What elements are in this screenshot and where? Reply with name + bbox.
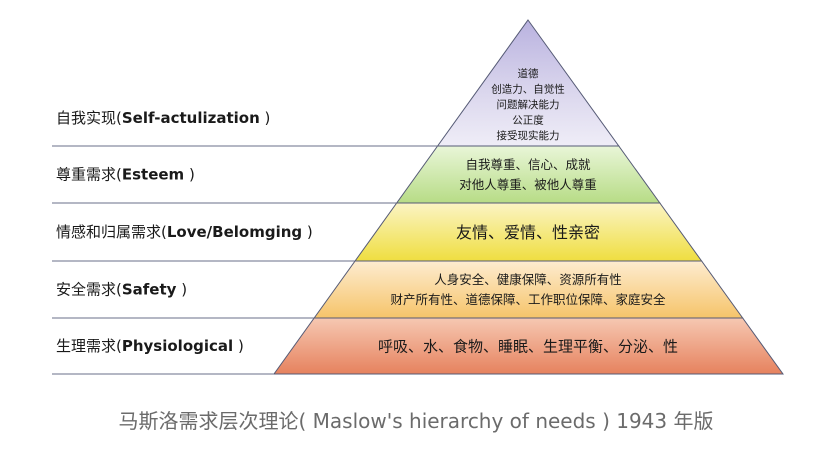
level-labels: 自我实现(Self-actulization )尊重需求(Esteem )情感和… bbox=[56, 109, 313, 355]
level-label-5: 生理需求(Physiological ) bbox=[56, 337, 244, 355]
level-label-end: ) bbox=[302, 223, 313, 241]
level-label-zh: 生理需求( bbox=[56, 337, 122, 355]
tier-4-line-2: 财产所有性、道德保障、工作职位保障、家庭安全 bbox=[390, 292, 666, 307]
level-label-3: 情感和归属需求(Love/Belomging ) bbox=[56, 223, 313, 241]
level-label-2: 尊重需求(Esteem ) bbox=[56, 166, 195, 184]
pyramid-tiers bbox=[273, 19, 784, 375]
tier-5-line-1: 呼吸、水、食物、睡眠、生理平衡、分泌、性 bbox=[378, 337, 678, 355]
tier-1-line-3: 问题解决能力 bbox=[497, 98, 560, 111]
pyramid-tier-4 bbox=[313, 260, 744, 319]
tier-1-line-5: 接受现实能力 bbox=[497, 129, 560, 142]
level-label-en: Esteem bbox=[122, 166, 184, 184]
level-label-en: Safety bbox=[122, 281, 177, 299]
level-label-4: 安全需求(Safety ) bbox=[56, 281, 187, 299]
level-label-zh: 尊重需求( bbox=[56, 166, 122, 184]
level-label-end: ) bbox=[233, 337, 244, 355]
tier-contents: 道德创造力、自觉性问题解决能力公正度接受现实能力自我尊重、信心、成就对他人尊重、… bbox=[378, 67, 678, 356]
level-label-zh: 安全需求( bbox=[56, 281, 122, 299]
diagram-caption: 马斯洛需求层次理论( Maslow's hierarchy of needs )… bbox=[119, 409, 714, 433]
level-label-en: Love/Belomging bbox=[167, 223, 302, 241]
level-label-end: ) bbox=[184, 166, 195, 184]
level-label-end: ) bbox=[260, 109, 271, 127]
tier-4-line-1: 人身安全、健康保障、资源所有性 bbox=[434, 272, 622, 287]
tier-1-line-1: 道德 bbox=[518, 67, 539, 80]
tier-1-line-2: 创造力、自觉性 bbox=[491, 82, 565, 95]
tier-2-line-2: 对他人尊重、被他人尊重 bbox=[459, 177, 597, 192]
level-label-zh: 情感和归属需求( bbox=[56, 223, 167, 241]
level-label-en: Physiological bbox=[122, 337, 233, 355]
level-label-en: Self-actulization bbox=[122, 109, 260, 127]
tier-2-line-1: 自我尊重、信心、成就 bbox=[465, 157, 591, 172]
pyramid-tier-5 bbox=[273, 317, 784, 375]
level-label-1: 自我实现(Self-actulization ) bbox=[56, 109, 270, 127]
pyramid-tier-2 bbox=[395, 145, 661, 204]
level-separator-lines bbox=[52, 145, 438, 375]
tier-3-line-1: 友情、爱情、性亲密 bbox=[456, 223, 600, 242]
level-label-zh: 自我实现( bbox=[56, 109, 122, 127]
level-label-end: ) bbox=[176, 281, 187, 299]
tier-1-line-4: 公正度 bbox=[512, 113, 544, 126]
